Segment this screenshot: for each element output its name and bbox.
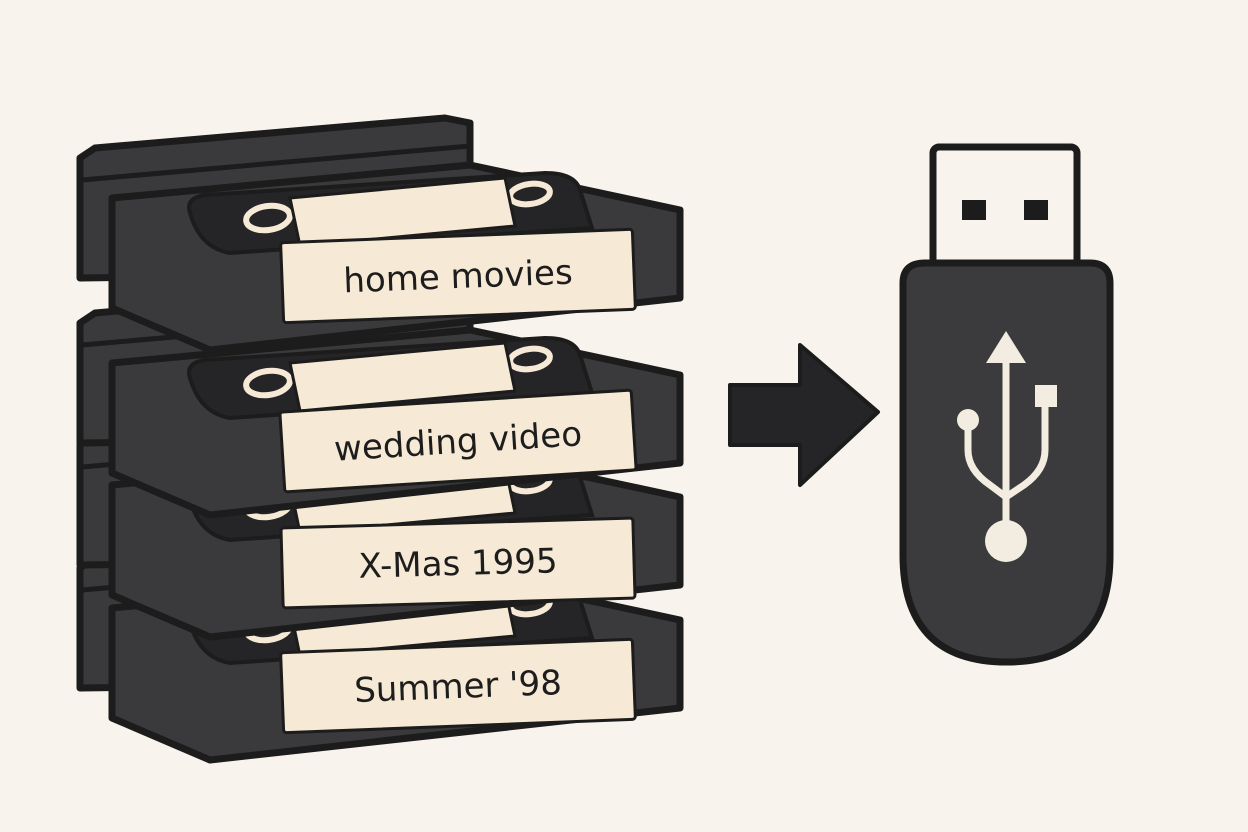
cassette-reel-window <box>288 341 517 413</box>
arrow-right-icon <box>728 343 880 487</box>
usb-symbol-right-square <box>1035 385 1057 407</box>
vhs-cassette-icon: home movies <box>76 114 684 354</box>
usb-connector <box>929 143 1081 281</box>
cassette-label-sticker <box>279 516 637 610</box>
cassette-label-text: home movies <box>343 253 574 302</box>
cassette-label-text: Summer '98 <box>354 663 563 711</box>
cassette-label-sticker <box>279 227 637 325</box>
cassette-reel-window <box>288 176 517 248</box>
usb-symbol-left-dot <box>957 409 979 431</box>
usb-connector-slot-left <box>962 200 986 220</box>
usb-flash-drive-icon <box>899 143 1114 666</box>
cassette-label-sticker <box>279 637 637 735</box>
usb-symbol-arrowhead <box>986 331 1026 363</box>
usb-symbol-icon <box>964 356 1049 534</box>
cassette-label-sticker <box>278 388 638 494</box>
cassette-ledge <box>81 143 471 183</box>
cassette-left-spool <box>243 202 293 234</box>
cassette-left-spool <box>243 367 293 399</box>
usb-symbol-base-dot <box>985 520 1027 562</box>
cassette-label-text: X-Mas 1995 <box>358 541 558 587</box>
usb-connector-slot-right <box>1024 200 1048 220</box>
